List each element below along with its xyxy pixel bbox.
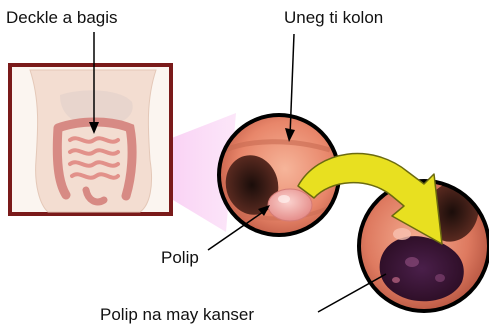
- polyp-shape: [268, 189, 312, 221]
- label-cancerous-polyp: Polip na may kanser: [100, 305, 254, 325]
- abdomen-illustration: [10, 65, 171, 214]
- label-colon-inside: Uneg ti kolon: [284, 8, 383, 28]
- label-polyp: Polip: [161, 248, 199, 268]
- label-small-intestine: Deckle a bagis: [6, 8, 118, 28]
- leader-cancerous-polyp: [318, 274, 386, 312]
